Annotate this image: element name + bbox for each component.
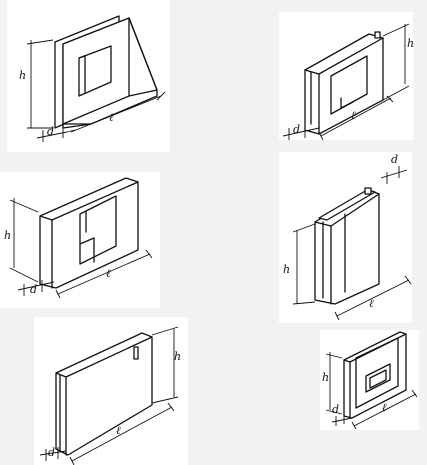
dimension-d-label: d	[48, 446, 56, 459]
dimension-d-label: d	[332, 403, 340, 416]
dimension-l-label: ℓ	[106, 267, 111, 280]
slab-front	[55, 332, 153, 456]
dimension-h-label: h	[283, 263, 291, 276]
panel-window-top-right: h d ℓ	[279, 12, 415, 140]
dimension-d-label: d	[47, 125, 55, 138]
panel-window-bottom-right: h d ℓ	[320, 330, 419, 430]
dimension-l-label: ℓ	[351, 109, 356, 122]
panel-window-top-left-drawing	[26, 15, 166, 142]
tongue-stub	[364, 187, 372, 195]
dimension-d-label: d	[293, 123, 301, 136]
dimension-h-label: h	[322, 371, 330, 384]
panel-tall-middle-right-drawing	[292, 166, 412, 321]
tongue-top	[318, 189, 376, 221]
panel-window-bottom-right-drawing	[325, 331, 418, 430]
dimension-h-label: h	[174, 350, 182, 363]
dimension-h-label: h	[4, 229, 12, 242]
dimension-l-label: ℓ	[369, 297, 374, 310]
panel-blank-bottom-left-drawing	[39, 326, 179, 465]
panel-door-middle-left-drawing	[9, 177, 153, 299]
panel-tall-middle-right: h d ℓ	[279, 152, 412, 323]
door-opening	[79, 195, 117, 265]
dimension-l-label: ℓ	[382, 401, 387, 414]
dimension-l-label: ℓ	[116, 424, 121, 437]
panel-window-top-right-drawing	[282, 23, 410, 140]
dimension-d-label: d	[30, 283, 38, 296]
window-opening	[330, 55, 368, 115]
tongue-top	[374, 31, 381, 39]
panel-window-top-left: h d ℓ	[7, 0, 170, 152]
dimension-h-label: h	[407, 37, 415, 50]
panel-door-middle-left: h d ℓ	[0, 172, 160, 308]
panel-blank-bottom-left: h d ℓ	[34, 317, 188, 465]
dimension-d-label: d	[391, 153, 399, 166]
dimension-h-label: h	[19, 69, 27, 82]
tongue-stub	[133, 346, 139, 360]
dimension-l-label: ℓ	[109, 111, 114, 124]
window-opening	[78, 45, 112, 97]
